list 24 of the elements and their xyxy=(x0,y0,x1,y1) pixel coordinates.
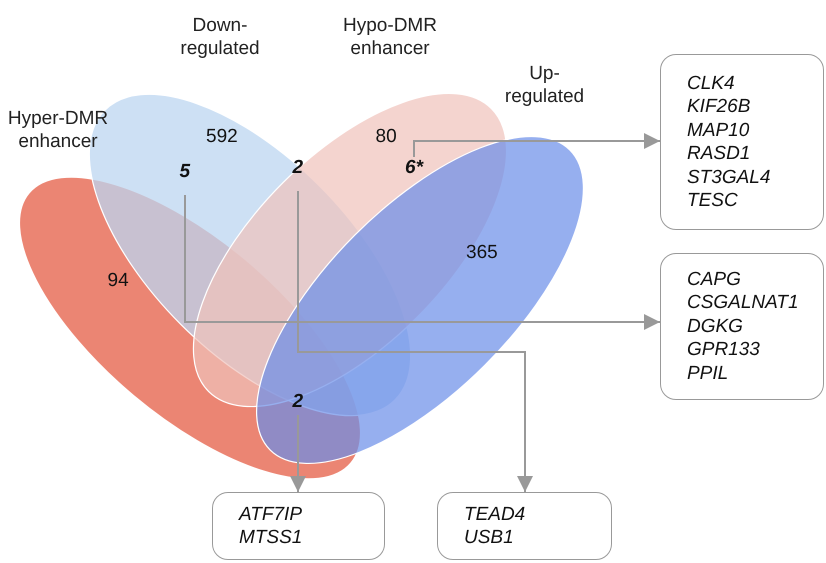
region-count: 592 xyxy=(206,126,238,148)
gene-list-box xyxy=(437,492,612,560)
region-count: 365 xyxy=(466,242,498,264)
leader-arrow xyxy=(184,195,660,330)
set-label: Up-regulated xyxy=(504,62,586,108)
gene-list-box xyxy=(212,492,385,560)
gene-list-box xyxy=(660,54,824,230)
gene-list: TEAD4 USB1 xyxy=(464,502,587,550)
leader-arrow xyxy=(297,191,533,492)
leader-arrow xyxy=(413,133,660,157)
gene-list-box xyxy=(660,253,824,400)
region-count: 80 xyxy=(376,126,397,148)
set-label: Hypo-DMR enhancer xyxy=(342,14,438,60)
region-count: 94 xyxy=(108,270,129,292)
region-count: 6* xyxy=(405,157,423,179)
gene-list: CAPG CSGALNAT1 DGKG GPR133 PPIL xyxy=(687,268,799,385)
region-count: 2 xyxy=(292,391,304,413)
region-count: 5 xyxy=(180,161,190,183)
region-count: 2 xyxy=(292,157,304,179)
set-label: Down-regulated xyxy=(179,14,261,60)
gene-list: ATF7IP MTSS1 xyxy=(239,502,360,550)
gene-list: CLK4 KIF26B MAP10 RASD1 ST3GAL4 TESC xyxy=(687,72,799,212)
leader-arrow xyxy=(290,415,306,492)
set-label: Hyper-DMR enhancer xyxy=(6,107,110,153)
